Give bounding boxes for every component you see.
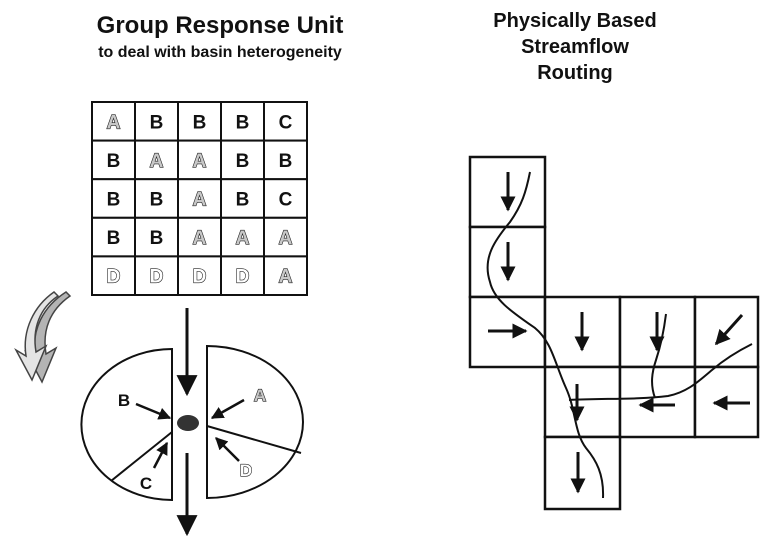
streamflow-routing-title-line-3: Routing [537,62,613,84]
grid-cell-label: B [193,112,207,133]
pie-label-c: C [140,474,152,493]
grid-cell-label: B [107,190,121,211]
grid-cell-label: A [193,151,207,172]
grid-cell [263,255,308,296]
grid-cell-label: B [150,228,164,249]
stream-network [486,171,753,499]
grid-cell [134,178,179,219]
grid-cell [220,139,265,181]
pie-label-a: A [254,386,266,405]
routing-cells [468,155,760,511]
grid-cell-label: B [279,151,293,172]
grid-cell-label: A [193,228,207,249]
streamflow-routing-title-line-2: Streamflow [521,36,629,58]
grid-cell [134,139,179,181]
grid-cell-label: C [279,190,293,211]
grid-cell-label: B [236,151,250,172]
grid-cell [263,101,308,142]
grid-cell-label: B [236,112,250,133]
grid-cell-label: D [150,267,164,288]
grouped-response-unit-title: Group Response Unit [96,12,344,39]
routing-cell-r4c1 [543,435,622,511]
curved-arrow-icon [14,291,72,384]
grid-cell [91,255,136,296]
grid-cell-label: A [150,151,164,172]
routing-cell-r3c2 [618,365,697,439]
grid-cell-label: B [150,112,164,133]
grid-cell-label: A [236,228,250,249]
grid-cell-label: A [107,112,121,133]
grid-cell-label: A [193,190,207,211]
streamflow-routing-title-line-1: Physically Based [493,10,657,32]
grid-cell-label: B [150,190,164,211]
pie-label-d: D [240,461,252,480]
grid-cell-label: A [279,228,293,249]
grid-cell-label: C [279,112,293,133]
outlet-node [177,415,199,431]
grid-cell-label: B [236,190,250,211]
grid-cell [263,139,308,181]
grid-cell [177,178,222,219]
grid-cell-label: B [107,151,121,172]
response-unit-pie: B A C D [80,344,304,502]
grid-cell-label: D [193,267,207,288]
routing-cell-r3c1 [543,365,622,439]
grid-cell-label: D [107,267,121,288]
grid-cell [220,255,265,296]
grid-cell [91,216,136,258]
grid-cell-label: B [107,228,121,249]
streamflow-routing-title: Physically Based Streamflow Routing [470,8,680,86]
pie-label-b: B [118,391,130,410]
grid-cell-label: A [279,267,293,288]
flow-direction-arrows [488,172,750,494]
arrow-down-left-icon [714,313,744,346]
grouped-response-unit-subtitle: to deal with basin heterogeneity [98,44,342,61]
grid-cell-label: D [236,267,250,288]
